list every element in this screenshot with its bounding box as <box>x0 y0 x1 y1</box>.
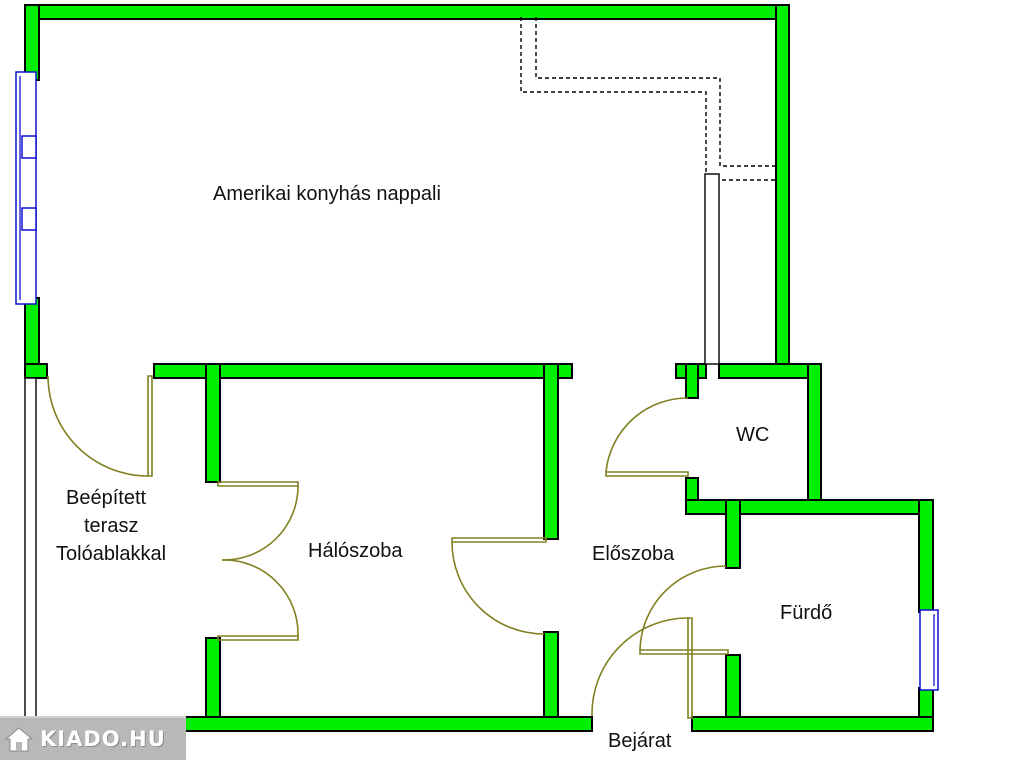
house-icon <box>4 727 34 752</box>
doors <box>47 375 729 719</box>
terrace-glazing <box>24 377 37 719</box>
kitchen-counter <box>520 17 776 365</box>
watermark-text: KIADO.HU <box>40 727 166 751</box>
kiado-logo: KIADO.HU <box>0 716 186 760</box>
terrace-label-line2: terasz <box>84 515 138 537</box>
windows <box>15 71 939 691</box>
terrace-label-line3: Tolóablakkal <box>56 543 166 565</box>
bedroom-label: Hálószoba <box>308 540 403 562</box>
living-room-label: Amerikai konyhás nappali <box>213 183 441 205</box>
terrace-label-line1: Beépített <box>66 487 147 509</box>
walls <box>24 4 934 732</box>
room-labels: Amerikai konyhás nappali Beépített teras… <box>56 183 832 752</box>
entrance-label: Bejárat <box>608 730 672 752</box>
wc-label: WC <box>736 424 769 446</box>
hall-label: Előszoba <box>592 543 675 565</box>
bath-label: Fürdő <box>780 602 832 624</box>
